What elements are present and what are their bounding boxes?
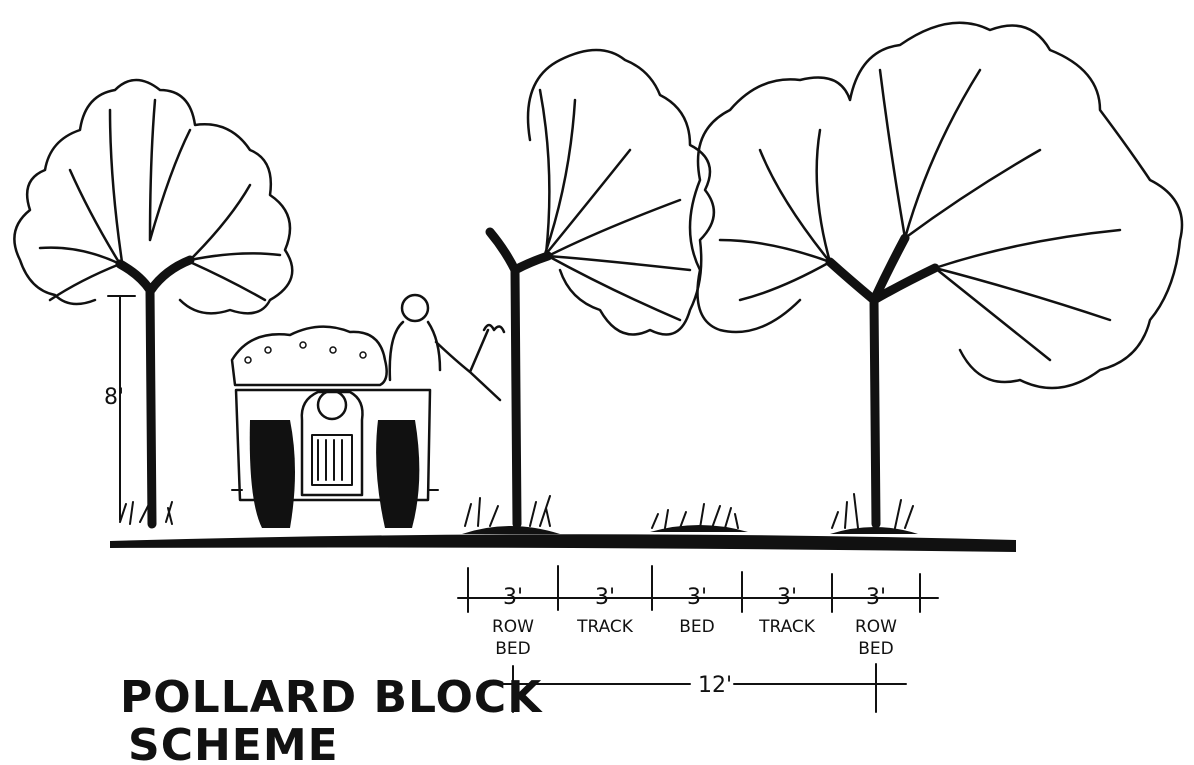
tree-left (13, 78, 294, 529)
height-label: 8' (104, 385, 124, 410)
segment-dimension-4: 3' (777, 585, 797, 610)
segment-dimension-1: 3' (503, 585, 523, 610)
diagram-title-line2: SCHEME (128, 720, 339, 765)
mound-left-tree (462, 526, 560, 534)
grass-tufts (119, 493, 914, 529)
segment-dimensions (457, 565, 939, 613)
ground-line (110, 534, 1016, 552)
total-span-label: 12' (698, 673, 732, 698)
segment-dimension-3: 3' (687, 585, 707, 610)
mound-right (830, 527, 918, 534)
total-span-dimension: 12' (495, 663, 907, 713)
segment-caption-5-1: ROW (855, 617, 897, 637)
tractor (230, 325, 439, 528)
segment-dimension-2: 3' (595, 585, 615, 610)
segment-caption-3-1: BED (679, 617, 715, 637)
segment-caption-1-1: ROW (492, 617, 534, 637)
height-dimension: 8' (104, 295, 136, 521)
mound-center (650, 525, 748, 532)
person-with-shears (388, 293, 506, 402)
segment-dimension-5: 3' (866, 585, 886, 610)
diagram-title-line1: POLLARD BLOCK (120, 672, 543, 723)
segment-caption-5-2: BED (858, 639, 894, 659)
tree-right (688, 21, 1184, 529)
segment-caption-1-2: BED (495, 639, 531, 659)
tree-middle (485, 48, 715, 529)
segment-caption-2-1: TRACK (576, 617, 634, 637)
segment-caption-4-1: TRACK (758, 617, 816, 637)
